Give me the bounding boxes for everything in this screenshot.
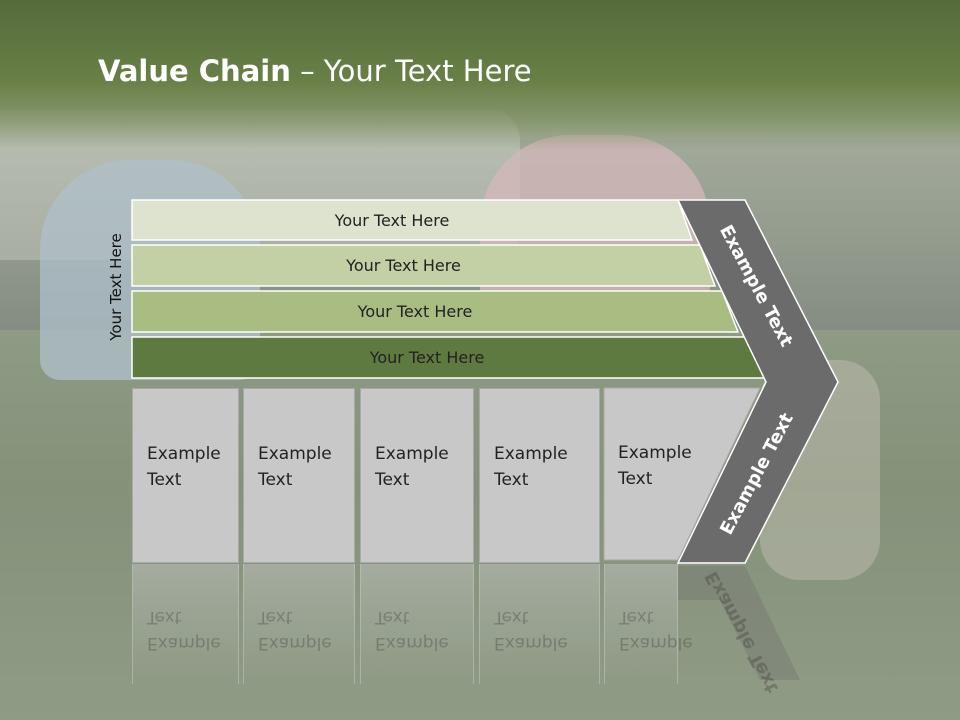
bar-2-label: Your Text Here bbox=[346, 255, 461, 275]
column-2-line2: Text bbox=[258, 470, 293, 490]
column-1-refl-line2: Text bbox=[147, 607, 182, 627]
column-5-line2: Text bbox=[618, 469, 653, 489]
column-2-refl-line2: Text bbox=[258, 607, 293, 627]
column-4-line2: Text bbox=[494, 470, 529, 490]
column-5-reflection-text: Example Text bbox=[619, 604, 693, 656]
column-3-reflection-text: Example Text bbox=[375, 604, 449, 656]
title-rest: – Your Text Here bbox=[290, 54, 532, 88]
column-4-reflection-text: Example Text bbox=[494, 604, 568, 656]
column-5-refl-line1: Example bbox=[619, 633, 693, 653]
last-column-shape bbox=[603, 387, 761, 561]
column-4-reflection: Example Text bbox=[479, 564, 600, 684]
bar-shape-2 bbox=[131, 244, 717, 287]
bar-4: Your Text Here bbox=[132, 337, 762, 377]
column-1-reflection-text: Example Text bbox=[147, 604, 221, 656]
column-4-line1: Example bbox=[494, 444, 568, 464]
bar-2: Your Text Here bbox=[132, 245, 715, 285]
column-5-line1: Example bbox=[618, 443, 692, 463]
bar-shape-3 bbox=[131, 290, 740, 333]
column-4-refl-line1: Example bbox=[494, 633, 568, 653]
column-5-refl-line2: Text bbox=[619, 607, 654, 627]
column-1-refl-line1: Example bbox=[147, 633, 221, 653]
bar-3: Your Text Here bbox=[132, 291, 738, 331]
column-2-refl-line1: Example bbox=[258, 633, 332, 653]
column-3-line2: Text bbox=[375, 470, 410, 490]
bar-1: Your Text Here bbox=[132, 200, 692, 240]
column-3-refl-line1: Example bbox=[375, 633, 449, 653]
bar-4-label: Your Text Here bbox=[369, 347, 485, 367]
column-2-reflection: Example Text bbox=[243, 564, 355, 684]
column-5-reflection: Example Text bbox=[604, 564, 693, 684]
column-1-reflection: Example Text bbox=[132, 564, 239, 684]
column-2-line1: Example bbox=[258, 444, 332, 464]
column-1-line2: Text bbox=[147, 470, 182, 490]
column-1-line1: Example bbox=[147, 444, 221, 464]
chevron-arrow bbox=[676, 199, 839, 564]
column-3-refl-line2: Text bbox=[375, 607, 410, 627]
bar-shape-1 bbox=[131, 199, 694, 241]
bar-3-label: Your Text Here bbox=[357, 301, 473, 321]
slide-title: Value Chain – Your Text Here bbox=[98, 54, 532, 88]
chevron-reflection bbox=[678, 566, 800, 680]
column-3-reflection: Example Text bbox=[360, 564, 474, 684]
column-2-reflection-text: Example Text bbox=[258, 604, 332, 656]
column-4-refl-line2: Text bbox=[494, 607, 529, 627]
bar-1-label: Your Text Here bbox=[334, 210, 450, 230]
title-bold: Value Chain bbox=[98, 54, 291, 88]
column-3-line1: Example bbox=[375, 444, 449, 464]
title-band bbox=[0, 0, 960, 150]
